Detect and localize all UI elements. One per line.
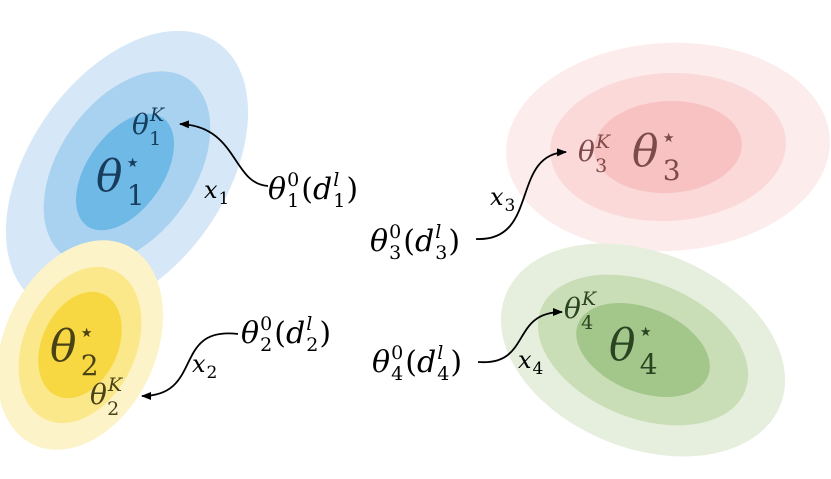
edge-label-3: x3 [490, 183, 515, 216]
cluster-1-inner-contour [75, 113, 175, 231]
edge-label-4: x4 [518, 346, 543, 379]
optimum-label-2: θ⋆2 [50, 318, 99, 382]
edge-label-1: x1 [204, 176, 229, 209]
edge-label-2: x2 [192, 350, 217, 383]
arrow-2 [141, 332, 239, 400]
arrow-3 [475, 148, 567, 240]
arrow-1 [179, 120, 269, 187]
arrow-4 [477, 308, 563, 363]
optimum-label-1: θ⋆1 [96, 148, 145, 212]
cluster-4 [500, 243, 786, 457]
optimum-label-3: θ⋆3 [632, 123, 681, 187]
cluster-2 [0, 240, 164, 450]
optimum-label-4: θ⋆4 [609, 317, 658, 381]
cluster-3 [506, 42, 830, 252]
cluster-4-inner-contour [576, 303, 710, 397]
cluster-1 [5, 30, 249, 314]
cluster-2-inner-contour [38, 291, 122, 399]
cluster-3-inner-contour [594, 100, 742, 194]
